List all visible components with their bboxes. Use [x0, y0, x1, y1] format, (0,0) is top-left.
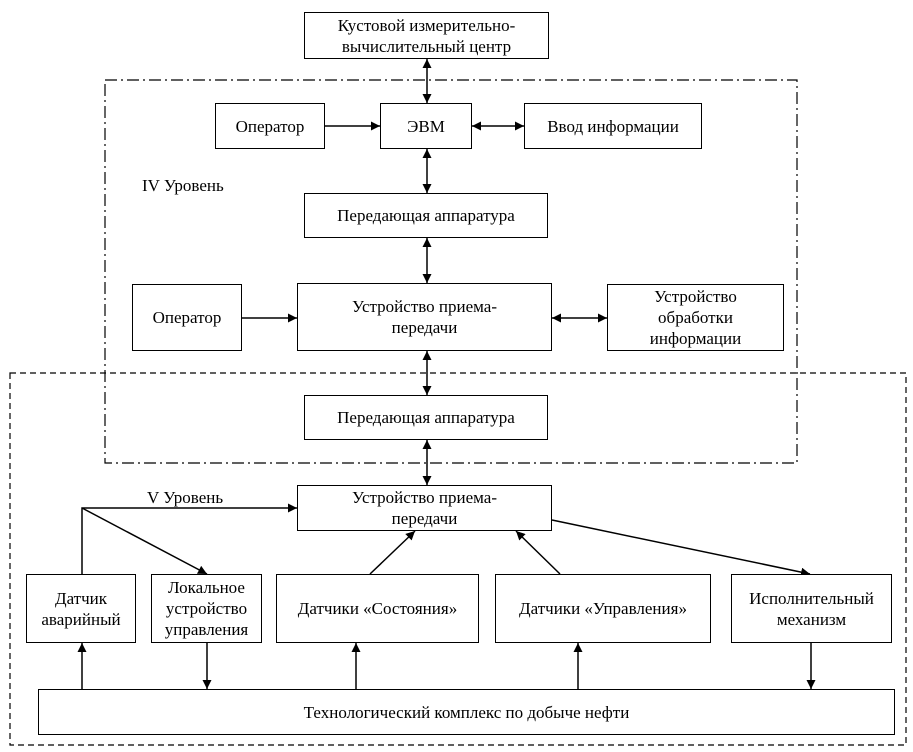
- level4-label: IV Уровень: [142, 176, 224, 195]
- transceiver-1-box: Устройство приема- передачи: [297, 283, 552, 351]
- transmitter-1-box: Передающая аппаратура: [304, 193, 548, 238]
- processing-unit-box: Устройство обработки информации: [607, 284, 784, 351]
- link-transceiver2-actuator: [551, 519, 811, 577]
- evm-box: ЭВМ: [380, 103, 472, 149]
- local-control-box: Локальное устройство управления: [151, 574, 262, 643]
- data-input-box: Ввод информации: [524, 103, 702, 149]
- transmitter-2-box: Передающая аппаратура: [304, 395, 548, 440]
- operator-mid-box: Оператор: [132, 284, 242, 351]
- operator-top-box: Оператор: [215, 103, 325, 149]
- control-sensors-box: Датчики «Управления»: [495, 574, 711, 643]
- level4-boundary: [104, 79, 798, 464]
- link-state-transceiver2: [369, 530, 416, 575]
- cluster-center-box: Кустовой измерительно- вычислительный це…: [304, 12, 549, 59]
- level5-boundary: [9, 372, 907, 746]
- transceiver-2-box: Устройство приема- передачи: [297, 485, 552, 531]
- link-emergency-localcontrol: [81, 507, 208, 575]
- state-sensors-box: Датчики «Состояния»: [276, 574, 479, 643]
- level5-label: V Уровень: [147, 488, 224, 507]
- link-control-transceiver2: [515, 530, 561, 575]
- tech-complex-box: Технологический комплекс по добыче нефти: [38, 689, 895, 735]
- emergency-sensor-box: Датчик аварийный: [26, 574, 136, 643]
- actuator-box: Исполнительный механизм: [731, 574, 892, 643]
